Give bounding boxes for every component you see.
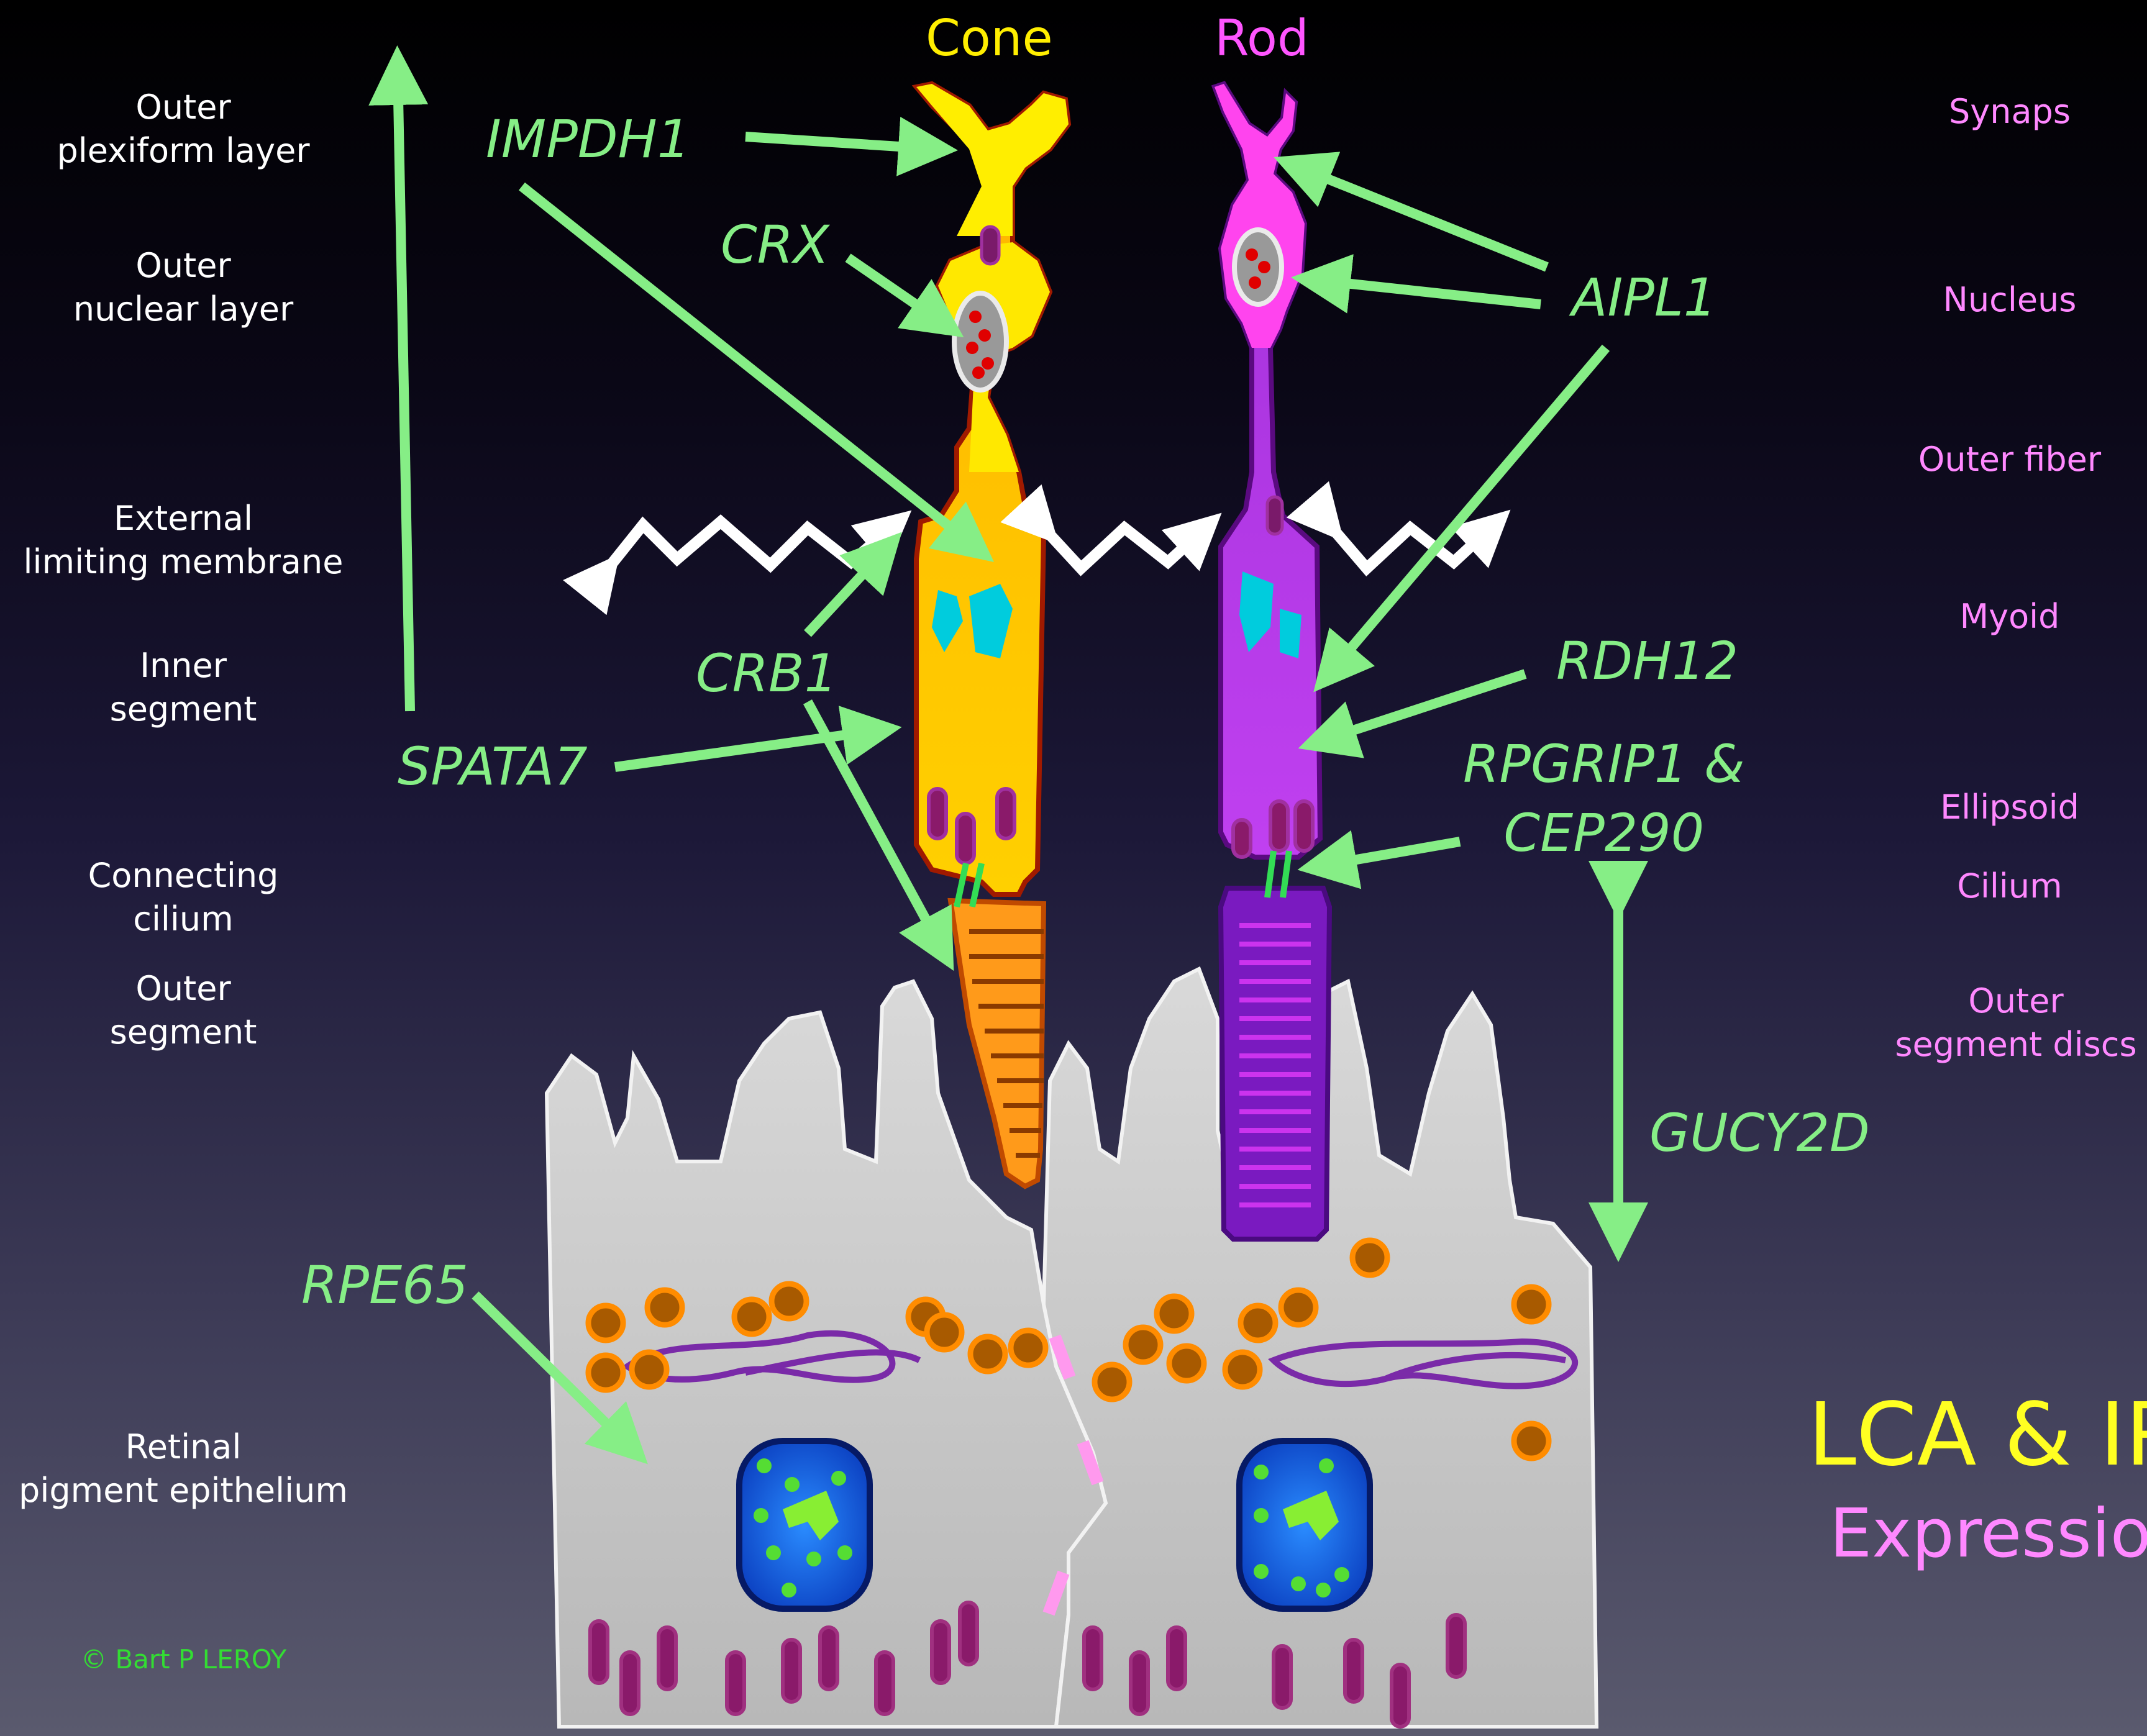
arrow-aipl1-synapse xyxy=(1292,165,1547,267)
gene-aipl1: AIPL1 xyxy=(1572,264,1716,332)
compartment-nucleus: Nucleus xyxy=(1848,278,2147,322)
gene-spata7: SPATA7 xyxy=(398,733,588,801)
compartment-myoid: Myoid xyxy=(1848,595,2147,639)
compartment-outer-fiber: Outer fiber xyxy=(1848,438,2147,481)
rpe-layer xyxy=(547,969,1597,1727)
external-limiting-membrane xyxy=(606,522,1494,571)
layer-inner-segment: Inner segment xyxy=(9,644,357,731)
layer-connecting-cilium: Connecting cilium xyxy=(9,854,357,941)
rod-label: Rod xyxy=(1215,6,1309,71)
arrow-rpgrip1 xyxy=(1317,842,1460,866)
compartment-synaps: Synaps xyxy=(1848,90,2147,134)
compartment-cilium: Cilium xyxy=(1848,865,2147,908)
compartment-outer-segment-discs: Outer segment discs xyxy=(1854,979,2147,1066)
cone-cell xyxy=(916,84,1069,1186)
layer-external-limiting-membrane: External limiting membrane xyxy=(9,497,357,584)
layer-outer-plexiform: Outer plexiform layer xyxy=(9,86,357,173)
copyright: © Bart P LEROY xyxy=(81,1643,286,1677)
gene-rdh12: RDH12 xyxy=(1556,627,1738,695)
cone-outer-segment xyxy=(950,901,1044,1186)
title-line1: LCA & IR xyxy=(1808,1379,2147,1492)
gene-crb1: CRB1 xyxy=(696,640,837,707)
gene-gucy2d: GUCY2D xyxy=(1649,1099,1870,1167)
title-line2: Expression xyxy=(1830,1491,2147,1578)
layer-axis-arrow xyxy=(398,65,410,711)
rod-cell xyxy=(1215,84,1329,1239)
gene-rpe65: RPE65 xyxy=(301,1252,468,1319)
layer-rpe: Retinal pigment epithelium xyxy=(9,1425,357,1512)
arrow-crx-nucleus xyxy=(848,258,947,326)
gene-impdh1: IMPDH1 xyxy=(486,106,690,173)
gene-crx: CRX xyxy=(721,211,829,279)
gene-rpgrip1-cep290: RPGRIP1 & CEP290 xyxy=(1463,730,1745,868)
rod-mitochondrion xyxy=(1267,497,1282,534)
cone-synapse xyxy=(916,84,1069,236)
arrow-aipl1-nucleus xyxy=(1311,279,1541,304)
cone-label: Cone xyxy=(926,6,1053,71)
layer-outer-nuclear: Outer nuclear layer xyxy=(9,244,357,331)
compartment-ellipsoid: Ellipsoid xyxy=(1848,786,2147,829)
cone-mitochondrion xyxy=(982,227,999,264)
arrow-impdh1-synapse xyxy=(745,137,938,149)
layer-outer-segment: Outer segment xyxy=(9,967,357,1054)
